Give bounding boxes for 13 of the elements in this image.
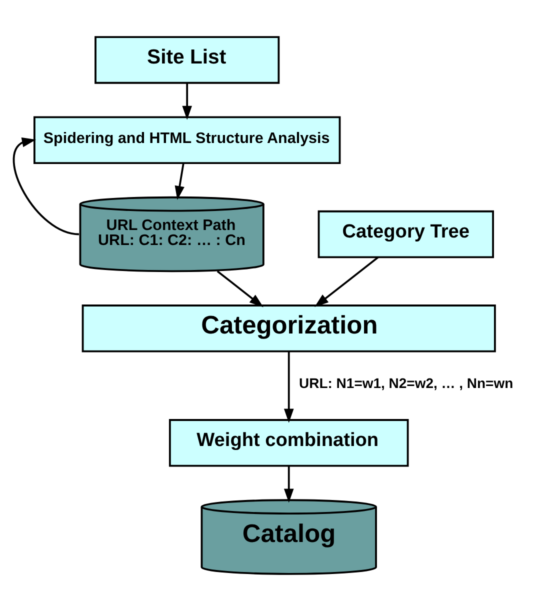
arrow <box>174 162 184 200</box>
arrow <box>12 137 80 236</box>
arrow <box>284 352 294 423</box>
node-box: Spidering and HTML Structure Analysis <box>34 116 341 164</box>
node-box: Site List <box>94 36 280 84</box>
arrow <box>182 83 192 120</box>
node-box: Categorization <box>82 304 496 352</box>
edge-label: URL: N1=w1, N2=w2, … , Nn=wn <box>299 374 514 391</box>
arrow <box>314 256 379 308</box>
arrow <box>284 466 294 503</box>
node-box: Category Tree <box>318 210 494 258</box>
arrow <box>216 270 264 308</box>
node-box: Weight combination <box>168 419 409 467</box>
